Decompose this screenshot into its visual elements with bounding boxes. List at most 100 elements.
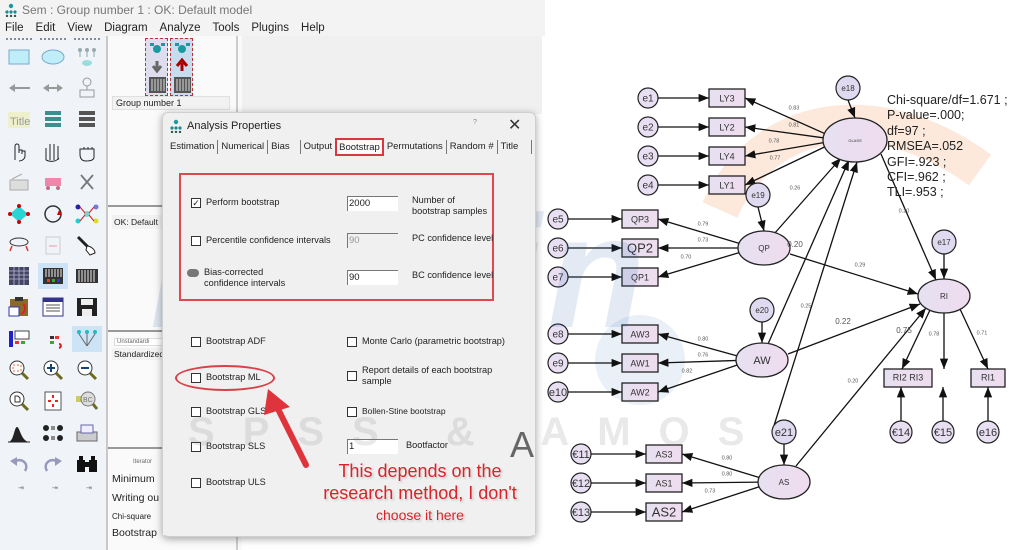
expand-icon[interactable]: ⇥	[52, 485, 58, 492]
drag-properties-tool[interactable]	[38, 326, 68, 352]
checkbox-checked[interactable]: ✓	[191, 198, 201, 208]
tab-title[interactable]: Title	[500, 141, 519, 152]
zoom-select-tool[interactable]	[4, 357, 34, 383]
bootfactor-input[interactable]: 1	[347, 439, 398, 454]
checkbox-unchecked[interactable]	[347, 407, 357, 417]
checkbox-unchecked[interactable]	[191, 236, 201, 246]
zoom-in-tool[interactable]	[38, 357, 68, 383]
menu-analyze[interactable]: Analyze	[159, 22, 201, 34]
move-tool[interactable]	[38, 169, 68, 195]
analysis-properties-tool[interactable]	[38, 263, 68, 290]
bootstrap-gls-checkbox[interactable]: Bootstrap GLS	[191, 406, 266, 417]
deselect-all-tool[interactable]	[72, 138, 102, 164]
duplicate-tool[interactable]	[4, 169, 34, 195]
checkbox-unchecked[interactable]	[347, 337, 357, 347]
checkbox-unchecked[interactable]	[191, 337, 201, 347]
menu-help[interactable]: Help	[301, 22, 325, 34]
list-variables-data-tool[interactable]	[72, 107, 102, 133]
zoom-out-tool[interactable]	[72, 357, 102, 383]
tab-bootstrap[interactable]: Bootstrap	[335, 138, 384, 156]
menu-diagram[interactable]: Diagram	[104, 22, 148, 34]
menu-plugins[interactable]: Plugins	[251, 22, 290, 34]
standardized-estimates-option[interactable]: Standardized	[112, 348, 170, 360]
tab-random[interactable]: Random #	[447, 140, 498, 154]
toolbar-grip	[6, 38, 32, 40]
magnifier-tool[interactable]: BC	[72, 388, 102, 414]
annotation-line: choose it here	[376, 507, 464, 523]
checkbox-unchecked[interactable]	[347, 371, 357, 381]
unstandardized-estimates-option[interactable]: Unstandardi	[114, 338, 164, 346]
redo-icon	[44, 456, 62, 472]
rotate-tool[interactable]	[38, 201, 68, 227]
view-text-tool[interactable]	[38, 294, 68, 320]
expand-icon[interactable]: ⇥	[18, 485, 24, 492]
model-list-item[interactable]: OK: Default	[112, 215, 172, 229]
preserve-symmetries-tool[interactable]	[72, 325, 102, 352]
reflect-tool[interactable]	[72, 201, 102, 227]
factor-loading-path	[657, 251, 741, 278]
data-files-tool[interactable]	[4, 263, 34, 289]
select-all-tool[interactable]	[38, 138, 68, 164]
checkbox-unchecked[interactable]	[191, 407, 201, 417]
checkbox-unchecked[interactable]	[191, 478, 201, 488]
bootstrap-samples-input[interactable]: 2000	[347, 196, 398, 211]
scroll-icon	[45, 236, 61, 255]
bc-confidence-input[interactable]: 90	[347, 270, 398, 285]
tab-numerical[interactable]: Numerical	[218, 140, 269, 154]
tab-bias[interactable]: Bias	[268, 140, 301, 154]
rectangle-tool[interactable]	[4, 44, 34, 70]
scroll-tool[interactable]	[38, 232, 68, 258]
object-properties-tool[interactable]	[4, 326, 34, 352]
help-button[interactable]: ?	[473, 119, 477, 126]
menu-file[interactable]: File	[5, 22, 24, 34]
unique-variable-tool[interactable]	[72, 75, 102, 101]
double-arrow-tool[interactable]	[38, 75, 68, 101]
multiple-group-tool[interactable]	[38, 420, 68, 446]
bootstrap-sls-checkbox[interactable]: Bootstrap SLS	[191, 441, 265, 452]
report-details-checkbox[interactable]: Report details of each bootstrap sample	[347, 365, 512, 387]
title-tool[interactable]: Title	[4, 107, 34, 133]
menu-edit[interactable]: Edit	[35, 22, 56, 34]
tab-permutations[interactable]: Permutations	[384, 140, 447, 154]
calculate-estimates-tool[interactable]	[72, 263, 102, 289]
menu-view[interactable]: View	[67, 22, 93, 34]
expand-icon[interactable]: ⇥	[86, 485, 92, 492]
list-variables-model-tool[interactable]	[38, 107, 68, 133]
magnifier-icon: BC	[76, 391, 99, 411]
print-tool[interactable]	[72, 420, 102, 446]
ellipse-tool[interactable]	[38, 44, 68, 70]
latent-indicator-tool[interactable]	[72, 44, 102, 70]
estimate-label: 0.79	[698, 221, 709, 227]
view-output-button[interactable]	[170, 38, 193, 96]
copy-clipboard-tool[interactable]	[4, 294, 34, 320]
change-shape-tool[interactable]	[4, 201, 34, 227]
pc-confidence-input[interactable]: 90	[347, 233, 398, 248]
single-arrow-tool[interactable]	[4, 75, 34, 101]
close-icon[interactable]: ✕	[508, 117, 522, 134]
perform-bootstrap-checkbox[interactable]: ✓ Perform bootstrap	[191, 197, 280, 208]
group-list-item[interactable]: Group number 1	[112, 96, 230, 110]
percentile-ci-checkbox[interactable]: Percentile confidence intervals	[191, 235, 331, 246]
bias-corrected-ci-option[interactable]: Bias-corrected confidence intervals	[187, 267, 304, 289]
save-tool[interactable]	[72, 294, 102, 320]
select-one-tool[interactable]	[4, 138, 34, 164]
erase-tool[interactable]	[72, 169, 102, 195]
specification-search-tool[interactable]	[72, 451, 102, 477]
bootstrap-adf-checkbox[interactable]: Bootstrap ADF	[191, 336, 266, 347]
bootstrap-uls-checkbox[interactable]: Bootstrap ULS	[191, 477, 266, 488]
resize-tool[interactable]	[38, 388, 68, 414]
undo-tool[interactable]	[4, 451, 34, 477]
bayesian-tool[interactable]	[4, 420, 34, 446]
zoom-page-tool[interactable]	[4, 388, 34, 414]
menu-tools[interactable]: Tools	[212, 22, 240, 34]
touch-up-tool[interactable]	[72, 232, 102, 258]
monte-carlo-checkbox[interactable]: Monte Carlo (parametric bootstrap)	[347, 336, 505, 347]
redo-tool[interactable]	[38, 451, 68, 477]
tab-estimation[interactable]: Estimation	[167, 140, 219, 154]
tooltip-icon	[187, 269, 199, 277]
view-input-button[interactable]	[145, 38, 168, 96]
tab-output[interactable]: Output	[303, 141, 333, 152]
move-parameter-tool[interactable]	[4, 232, 34, 258]
bollen-stine-checkbox[interactable]: Bollen-Stine bootstrap	[347, 406, 446, 417]
checkbox-unchecked[interactable]	[191, 442, 201, 452]
